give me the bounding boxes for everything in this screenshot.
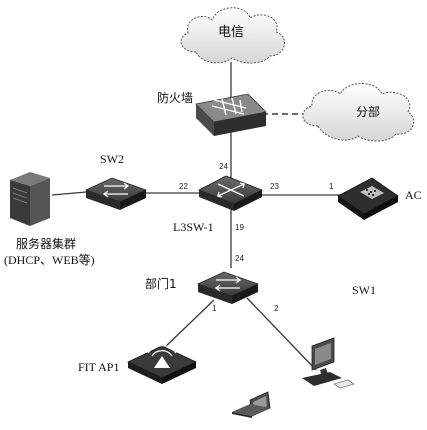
cloud-telecom [180,7,285,64]
firewall-label: 防火墙 [157,91,194,105]
port-label-l3-sw2: 22 [179,182,188,191]
port-label-l3-sw1: 19 [235,223,244,232]
laptop-icon [232,391,271,418]
l3-switch-icon [198,175,263,211]
cloud-branch [302,83,415,142]
cloud-label-telecom: 电信 [218,25,245,40]
switch-sw1-icon [196,271,260,304]
links [51,62,340,371]
link-sw1-ap [161,299,215,351]
ac-controller-icon [337,177,399,220]
access-point-icon [127,344,197,384]
desktop-pc-icon [302,337,355,389]
l3sw-label: L3SW-1 [173,220,214,234]
dept-label: 部门1 [145,277,177,291]
port-label-ac-l3: 1 [329,182,334,191]
port-label-sw1-pc: 2 [274,304,279,313]
port-label-sw1-ap: 1 [212,304,217,313]
sw1-label: SW1 [352,283,376,297]
sw2-label: SW2 [100,152,124,166]
ac-label: AC [405,188,422,202]
switch-sw2-icon [84,177,148,210]
link-sw1-pc [246,297,317,371]
port-label-fw-l3: 24 [219,162,228,171]
fit-ap-label: FIT AP1 [78,360,120,374]
port-label-sw1-l3: 24 [235,254,244,263]
firewall-icon [195,93,267,136]
server-cluster-sublabel: (DHCP、WEB等) [4,253,95,267]
cloud-label-branch: 分部 [356,105,381,119]
server-icon [10,172,50,226]
server-cluster-label: 服务器集群 [16,237,77,251]
port-label-l3-ac: 23 [270,182,279,191]
link-server-sw2 [51,191,87,196]
